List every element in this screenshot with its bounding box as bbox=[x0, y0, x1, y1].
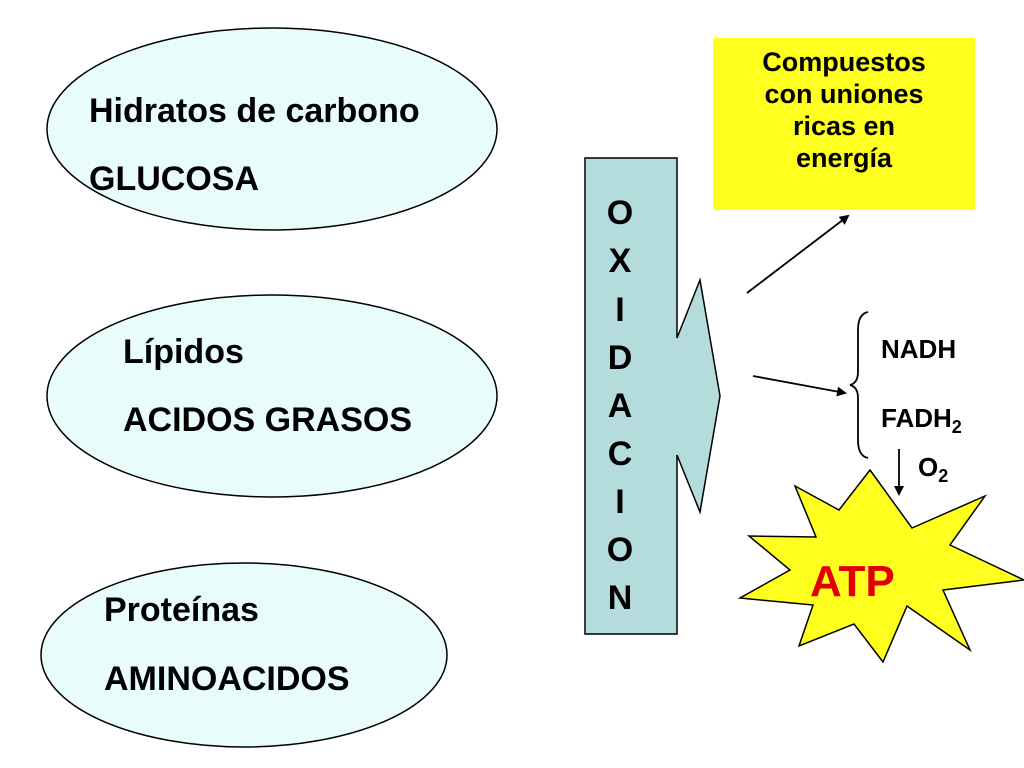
oxidation-letter: D bbox=[607, 339, 633, 377]
ellipse-carbohydrates bbox=[46, 27, 498, 231]
arrow-to-coenzymes bbox=[752, 375, 847, 397]
fadh2-subscript: 2 bbox=[951, 417, 962, 437]
oxidation-letter: O bbox=[606, 531, 634, 569]
nadh-label: NADH bbox=[881, 334, 957, 364]
oxygen-base: O bbox=[918, 452, 939, 482]
energy-compounds-line: Compuestos bbox=[762, 47, 926, 77]
coenzymes-brace bbox=[849, 311, 869, 459]
oxidation-letter: I bbox=[615, 291, 625, 329]
fadh2-label: FADH2 bbox=[881, 405, 962, 436]
ellipse-proteins bbox=[40, 562, 448, 748]
energy-compounds-line: con uniones bbox=[764, 79, 924, 109]
energy-compounds-box bbox=[713, 38, 975, 210]
fatty-acids-label: ACIDOS GRASOS bbox=[123, 401, 413, 439]
oxidation-letter: X bbox=[608, 242, 632, 280]
carbohydrates-label: Hidratos de carbono bbox=[89, 92, 420, 130]
ellipse-lipids bbox=[46, 294, 498, 498]
oxidation-letter: N bbox=[607, 579, 633, 617]
proteins-label: Proteínas bbox=[104, 591, 259, 629]
oxidation-arrow bbox=[584, 157, 721, 635]
oxidation-letter: O bbox=[606, 194, 634, 232]
glucose-label: GLUCOSA bbox=[89, 160, 259, 198]
energy-compounds-line: ricas en bbox=[792, 111, 896, 141]
amino-acids-label: AMINOACIDOS bbox=[104, 660, 350, 698]
lipids-label: Lípidos bbox=[123, 333, 244, 371]
oxidation-letter: I bbox=[615, 483, 625, 521]
oxygen-subscript: 2 bbox=[938, 466, 949, 486]
oxidation-letter: A bbox=[607, 387, 633, 425]
energy-compounds-line: energía bbox=[795, 143, 893, 173]
arrow-to-energy-box bbox=[746, 214, 850, 294]
fadh2-base: FADH bbox=[881, 403, 952, 433]
atp-label: ATP bbox=[810, 557, 895, 606]
oxidation-letter: C bbox=[607, 435, 633, 473]
atp-starburst bbox=[737, 468, 1024, 664]
oxygen-label: O2 bbox=[918, 454, 948, 485]
energy-compounds-text: Compuestos con uniones ricas en energía bbox=[713, 46, 975, 174]
